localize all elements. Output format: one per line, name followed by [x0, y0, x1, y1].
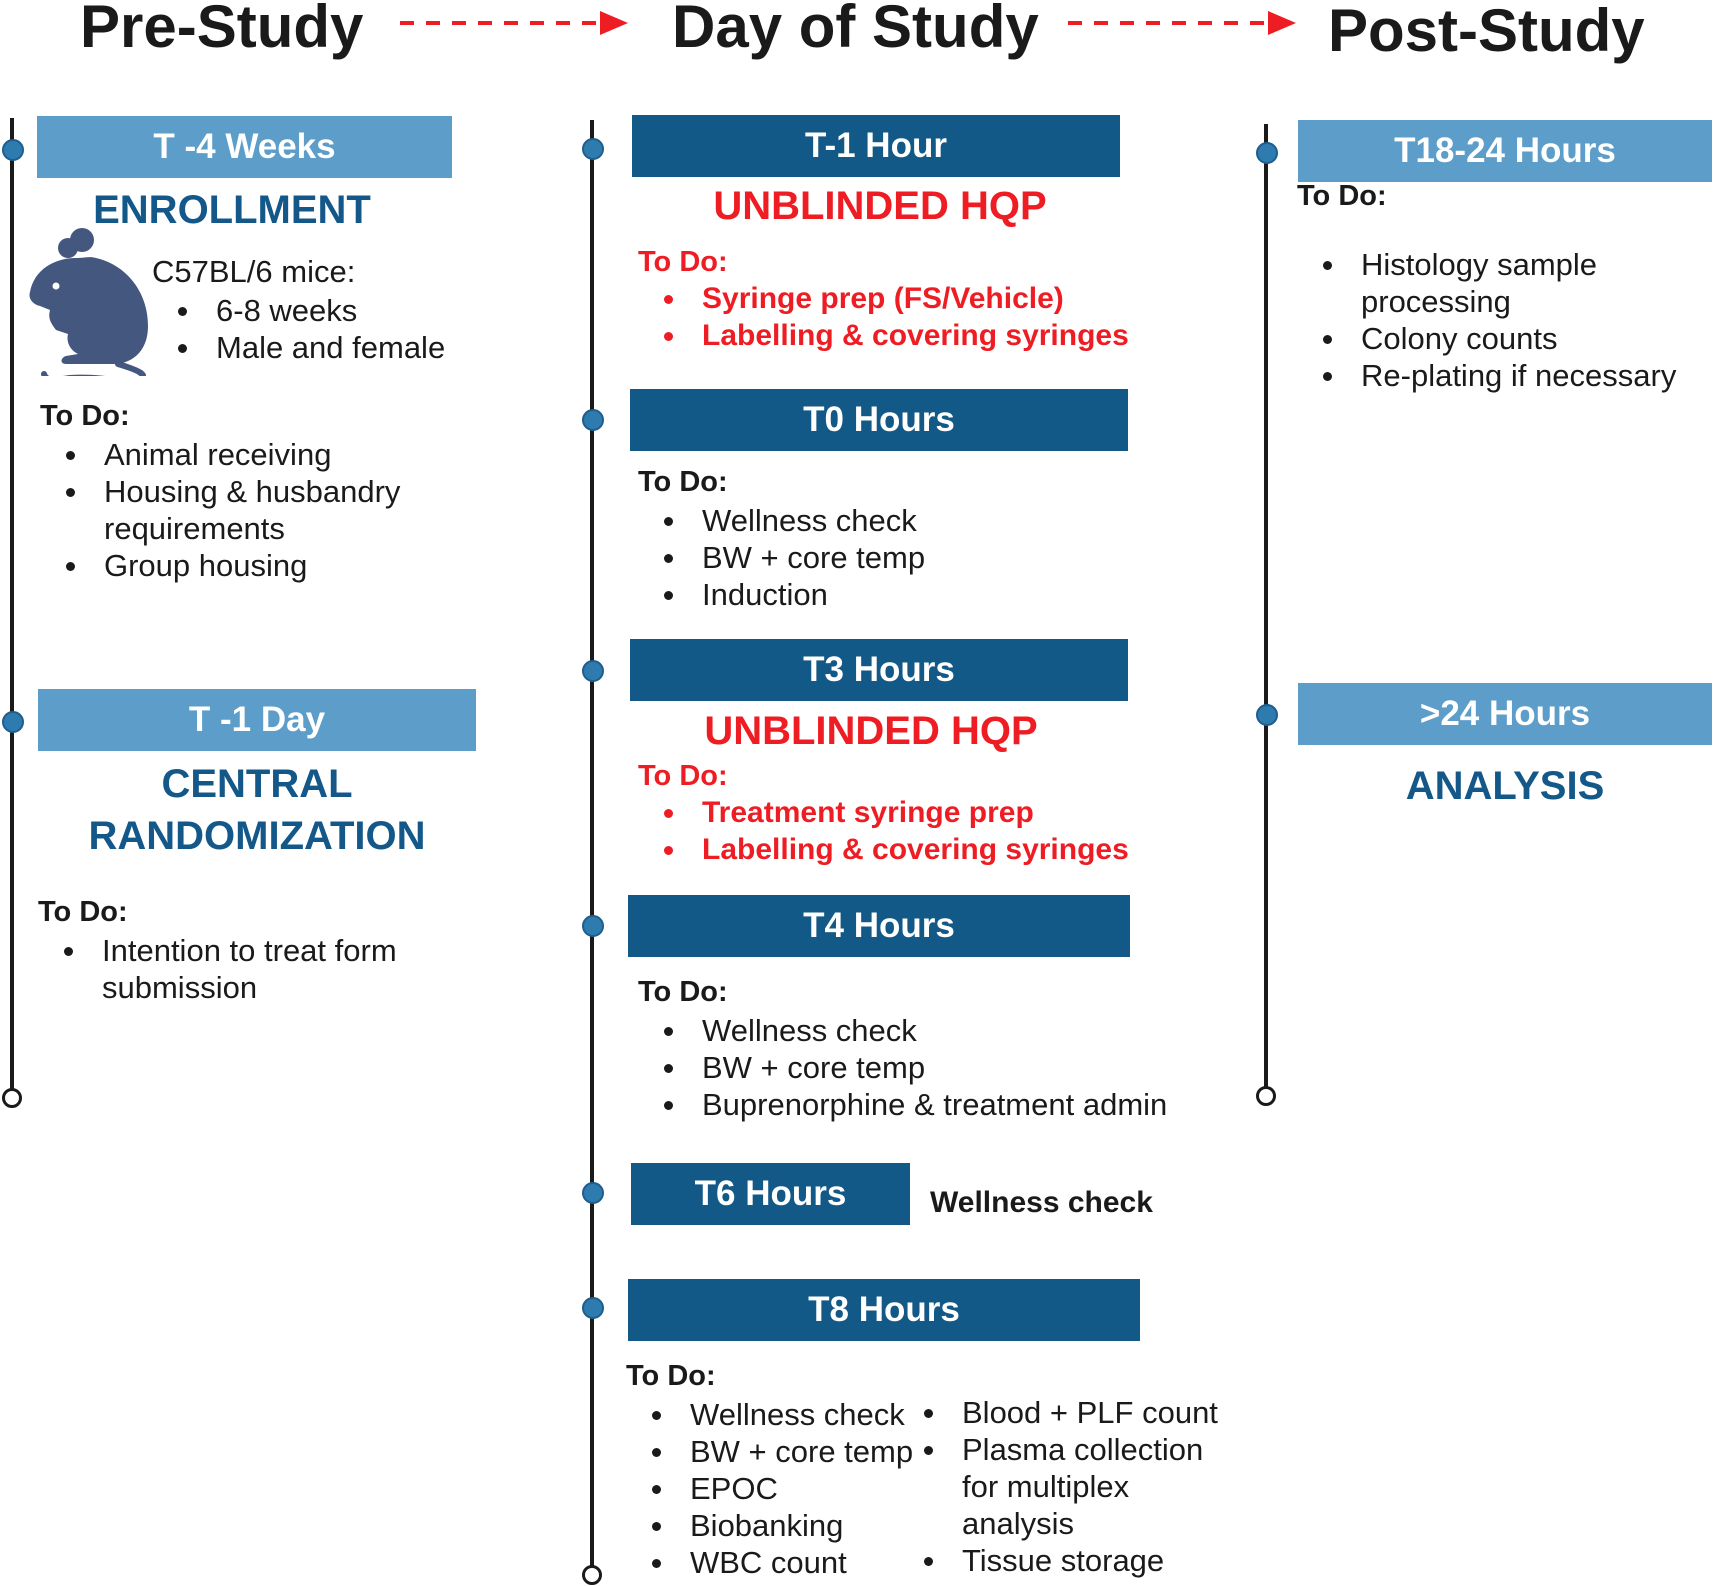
over-24-hours-box: >24 Hours	[1298, 683, 1712, 745]
list-item: Animal receiving	[40, 436, 460, 473]
dashed-arrow-icon	[400, 11, 628, 35]
list-item: Treatment syringe prep	[638, 794, 1158, 831]
phase-title-pre-study: Pre-Study	[80, 0, 364, 60]
list-item: Buprenorphine & treatment admin	[638, 1086, 1198, 1123]
t-minus-1-hour-box: T-1 Hour	[632, 115, 1120, 177]
timeline-marker	[1256, 142, 1278, 164]
t8-todo-list-left: Wellness check BW + core temp EPOC Bioba…	[626, 1396, 916, 1581]
timeline-end-marker	[582, 1565, 602, 1585]
t3-todo-list: Treatment syringe prep Labelling & cover…	[638, 794, 1158, 868]
todo-label: To Do:	[638, 466, 728, 498]
list-item: Tissue storage	[898, 1542, 1228, 1579]
list-item: Histology sample processing	[1297, 246, 1711, 320]
timeline-marker	[2, 139, 24, 161]
list-item: BW + core temp	[638, 1049, 1198, 1086]
list-item: Syringe prep (FS/Vehicle)	[638, 280, 1158, 317]
timeline-end-marker	[2, 1088, 22, 1108]
post-study-timeline	[1264, 124, 1268, 1088]
list-item: Biobanking	[626, 1507, 916, 1544]
enrollment-todo-list: Animal receiving Housing & husbandry req…	[40, 436, 460, 584]
timeline-end-marker	[1256, 1086, 1276, 1106]
unblinded-hqp-heading: UNBLINDED HQP	[704, 709, 1038, 753]
randomization-heading-line1: CENTRAL	[161, 762, 353, 806]
randomization-heading-line2: RANDOMIZATION	[88, 814, 426, 858]
todo-label: To Do:	[40, 400, 130, 432]
t-minus-4-weeks-box: T -4 Weeks	[37, 116, 452, 178]
timeline-marker	[582, 1297, 604, 1319]
dashed-arrow-icon	[1068, 11, 1296, 35]
list-item: Wellness check	[638, 502, 1098, 539]
todo-label: To Do:	[1297, 180, 1387, 212]
mice-attributes-list: 6-8 weeks Male and female	[152, 292, 472, 366]
randomization-todo-list: Intention to treat form submission	[38, 932, 438, 1006]
t0-todo-list: Wellness check BW + core temp Induction	[638, 502, 1098, 613]
todo-label: To Do:	[638, 246, 728, 278]
pre-study-timeline	[10, 118, 14, 1090]
t8-todo-list-right: Blood + PLF count Plasma collection for …	[898, 1394, 1228, 1579]
day-of-study-timeline	[590, 120, 594, 1570]
mouse-icon	[29, 228, 148, 376]
list-item: WBC count	[626, 1544, 916, 1581]
enrollment-heading: ENROLLMENT	[93, 188, 371, 232]
t-minus-1-hour-todo-list: Syringe prep (FS/Vehicle) Labelling & co…	[638, 280, 1158, 354]
list-item: Induction	[638, 576, 1098, 613]
timeline-marker	[582, 138, 604, 160]
timeline-marker	[1256, 704, 1278, 726]
t4-hours-box: T4 Hours	[628, 895, 1130, 957]
list-item: Male and female	[152, 329, 472, 366]
list-item: Housing & husbandry requirements	[40, 473, 460, 547]
todo-label: To Do:	[38, 896, 128, 928]
todo-label: To Do:	[638, 976, 728, 1008]
t6-wellness-check-note: Wellness check	[930, 1186, 1153, 1219]
phase-title-day-of-study: Day of Study	[672, 0, 1039, 60]
t18-24-todo-list: Histology sample processing Colony count…	[1297, 246, 1711, 394]
timeline-marker	[582, 1182, 604, 1204]
analysis-heading: ANALYSIS	[1405, 764, 1605, 808]
t8-hours-box: T8 Hours	[628, 1279, 1140, 1341]
list-item: BW + core temp	[638, 539, 1098, 576]
timeline-marker	[582, 915, 604, 937]
timeline-marker	[2, 711, 24, 733]
unblinded-hqp-heading: UNBLINDED HQP	[713, 184, 1047, 228]
t4-todo-list: Wellness check BW + core temp Buprenorph…	[638, 1012, 1198, 1123]
list-item: Wellness check	[638, 1012, 1198, 1049]
mice-strain-label: C57BL/6 mice:	[152, 254, 356, 289]
list-item: Labelling & covering syringes	[638, 831, 1158, 868]
list-item: 6-8 weeks	[152, 292, 472, 329]
list-item: Wellness check	[626, 1396, 916, 1433]
list-item: Labelling & covering syringes	[638, 317, 1158, 354]
list-item: Colony counts	[1297, 320, 1711, 357]
t18-24-hours-box: T18-24 Hours	[1298, 120, 1712, 182]
t-minus-1-day-box: T -1 Day	[38, 689, 476, 751]
timeline-marker	[582, 409, 604, 431]
list-item: Blood + PLF count	[898, 1394, 1228, 1431]
list-item: Re-plating if necessary	[1297, 357, 1711, 394]
list-item: Plasma collection for multiplex analysis	[898, 1431, 1228, 1542]
t3-hours-box: T3 Hours	[630, 639, 1128, 701]
t6-hours-box: T6 Hours	[631, 1163, 910, 1225]
todo-label: To Do:	[626, 1360, 716, 1392]
todo-label: To Do:	[638, 760, 728, 792]
list-item: BW + core temp	[626, 1433, 916, 1470]
list-item: Group housing	[40, 547, 460, 584]
list-item: EPOC	[626, 1470, 916, 1507]
list-item: Intention to treat form submission	[38, 932, 438, 1006]
t0-hours-box: T0 Hours	[630, 389, 1128, 451]
phase-title-post-study: Post-Study	[1328, 0, 1645, 64]
timeline-marker	[582, 660, 604, 682]
